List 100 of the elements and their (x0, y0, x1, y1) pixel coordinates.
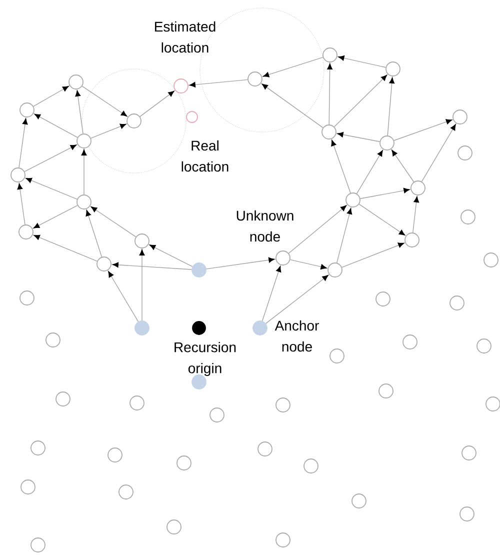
sensor-node (192, 321, 206, 335)
sensor-node (322, 124, 336, 140)
arrow (338, 55, 386, 68)
arrow (206, 257, 275, 270)
sensor-node (484, 252, 498, 268)
arrow (342, 242, 404, 268)
arrow (331, 140, 351, 194)
sensor-node (460, 506, 474, 522)
sensor-node (46, 332, 60, 348)
arrow (139, 249, 145, 321)
arrow (387, 77, 395, 136)
arrow (337, 132, 380, 142)
arrow (26, 178, 78, 200)
sensor-node (186, 111, 198, 123)
sensor-node (378, 384, 394, 398)
arrow (394, 119, 452, 141)
node-label: Estimated location (155, 21, 216, 53)
sensor-node (56, 392, 70, 406)
sensor-node (192, 374, 206, 390)
arrow (108, 271, 139, 322)
sensor-node (386, 62, 400, 76)
sensor-node (20, 480, 36, 494)
sensor-node (276, 532, 290, 548)
arrow (17, 183, 26, 225)
sensor-node (410, 180, 426, 196)
sensor-node (108, 448, 122, 462)
sensor-node (462, 446, 476, 460)
sensor-node (322, 48, 338, 62)
arrow (290, 259, 327, 270)
sensor-node (166, 520, 182, 534)
arrow (421, 124, 456, 182)
sensor-node (134, 320, 150, 336)
node-label: Real location (182, 140, 228, 172)
sensor-node (380, 136, 394, 150)
sensor-node (304, 458, 318, 474)
arrow (81, 149, 87, 195)
sensor-node (76, 134, 92, 148)
sensor-node (460, 210, 476, 224)
sensor-node (402, 334, 418, 350)
sensor-node (376, 292, 390, 306)
arrow (327, 63, 333, 125)
sensor-node (76, 194, 92, 210)
arrow (392, 150, 414, 182)
arrow (262, 84, 324, 128)
arrow (82, 86, 128, 116)
sensor-node (330, 348, 344, 364)
sensor-node (252, 320, 268, 336)
sensor-node (18, 224, 34, 240)
sensor-node (134, 234, 150, 248)
sensor-node (248, 72, 262, 86)
sensor-node (20, 290, 34, 306)
sensor-node (276, 398, 290, 412)
arrow (112, 262, 192, 270)
arrow (90, 124, 126, 139)
arrow (149, 244, 193, 267)
arrow (34, 114, 78, 138)
arrow (86, 210, 102, 258)
arrow (288, 205, 347, 254)
arrow (360, 188, 410, 199)
sensor-node (476, 338, 492, 354)
arrow (18, 118, 28, 168)
arrow (262, 266, 282, 322)
sensor-node (176, 456, 192, 470)
arrow (33, 205, 78, 228)
sensor-node (346, 192, 360, 208)
arrow (34, 234, 98, 262)
sensor-node (20, 102, 34, 118)
arrow (189, 79, 248, 88)
arrow (24, 144, 77, 172)
sensor-node (458, 146, 472, 160)
node-label: Recursion origin (174, 342, 236, 376)
sensor-node (404, 232, 420, 248)
arrow (356, 150, 383, 194)
arrow (336, 208, 352, 264)
sensor-node (126, 114, 142, 128)
sensor-node (118, 484, 134, 500)
arrow (75, 90, 84, 134)
arrow (90, 206, 136, 238)
sensor-node (192, 262, 206, 278)
sensor-node (130, 396, 144, 410)
sensor-node (174, 78, 188, 94)
sensor-node (452, 110, 468, 124)
arrow (334, 74, 388, 128)
node-label: Anchor node (274, 320, 319, 352)
sensor-node (328, 262, 342, 278)
sensor-node (210, 408, 224, 422)
arrow (262, 56, 324, 78)
arrow (140, 90, 174, 117)
sensor-node (258, 442, 272, 456)
sensor-node (10, 168, 26, 182)
sensor-node (68, 74, 84, 90)
sensor-node (30, 440, 46, 456)
node-label: Unknown node (236, 210, 294, 242)
sensor-node (96, 256, 112, 272)
arrow (358, 204, 406, 236)
arrow (412, 196, 420, 233)
sensor-node (486, 396, 500, 412)
sensor-node (450, 296, 464, 310)
sensor-node (30, 538, 46, 552)
sensor-node (276, 250, 290, 266)
